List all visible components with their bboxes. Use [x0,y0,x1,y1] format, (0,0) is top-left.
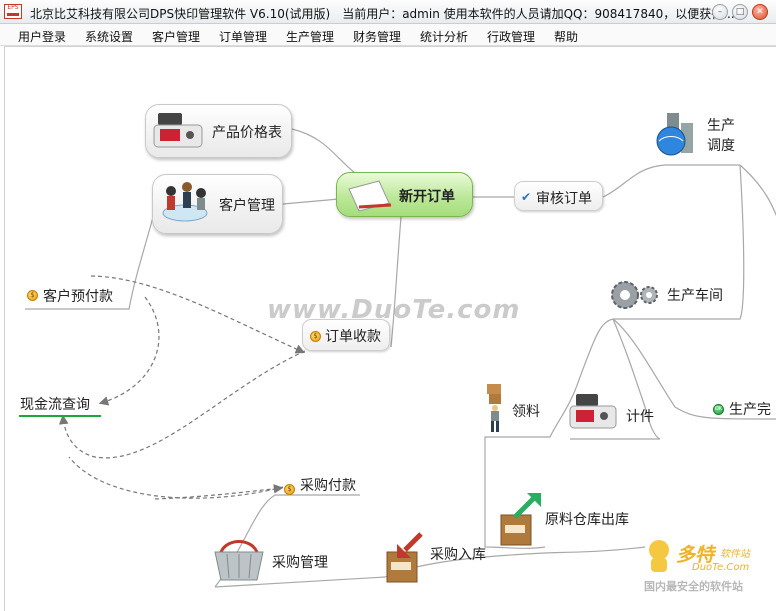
cash-register-icon [153,113,203,148]
menu-customer-management[interactable]: 客户管理 [152,30,201,44]
coin-icon: $ [27,290,38,301]
coin-icon: $ [284,484,295,495]
cash-register-icon [569,394,617,429]
menu-bar: 用户登录 系统设置 客户管理 订单管理 生产管理 财务管理 统计分析 行政管理 … [0,24,776,46]
production-workshop-node[interactable]: 生产车间 [609,275,739,315]
menu-user-login[interactable]: 用户登录 [18,30,67,44]
production-dispatch-label-line1: 生产 [707,118,735,134]
piecework-label: 计件 [626,409,654,425]
pick-material-label: 领料 [512,404,540,420]
gears-icon [611,281,658,309]
menu-help[interactable]: 帮助 [554,30,579,44]
purchase-inbound-label: 采购入库 [430,547,486,563]
export-box-icon [500,493,541,546]
product-price-label: 产品价格表 [212,125,282,141]
shopping-basket-icon [214,540,264,581]
menu-order-management[interactable]: 订单管理 [219,30,268,44]
menu-production-management[interactable]: 生产管理 [286,30,335,44]
import-box-icon [386,532,423,583]
globe-buildings-icon [656,113,693,156]
minimize-button[interactable]: – [712,4,728,20]
duote-brand: 多特 软件站 DuoTe.Com 国内最安全的软件站 [640,538,776,598]
production-done-node[interactable]: OK 生产完 [711,397,776,419]
production-dispatch-node[interactable]: 生产 调度 [651,107,751,167]
order-payment-label: 订单收款 [325,329,381,345]
title-bar: EPS 北京比艾科技有限公司DPS快印管理软件 V6.10(试用版) 当前用户：… [0,0,776,24]
window-title: 北京比艾科技有限公司DPS快印管理软件 V6.10(试用版) 当前用户：admi… [30,7,735,21]
brand-domain: DuoTe.Com [692,562,750,573]
document-pen-icon [348,180,392,212]
workflow-canvas: www.DuoTe.com 产品价格表 客户管理 新开订单 [4,46,776,611]
new-order-label: 新开订单 [399,189,455,205]
customer-prepayment-node[interactable]: $ 客户预付款 [25,284,129,306]
production-workshop-label: 生产车间 [667,288,723,304]
flow-connectors [19,128,776,588]
purchase-inbound-node[interactable]: 采购入库 [383,530,495,584]
maximize-button[interactable]: □ [732,4,748,20]
people-meeting-icon [162,182,208,222]
customer-management-label: 客户管理 [219,198,275,214]
worker-boxes-icon [487,384,501,432]
cashflow-query-node[interactable]: 现金流查询 [20,397,90,413]
material-warehouse-out-node[interactable]: 原料仓库出库 [497,491,647,547]
close-button[interactable]: ✕ [752,4,768,20]
product-price-node[interactable]: 产品价格表 [145,104,292,158]
customer-management-node[interactable]: 客户管理 [152,174,283,234]
maximize-icon: □ [735,7,745,17]
minimize-icon: – [717,7,723,17]
order-payment-node[interactable]: $ 订单收款 [302,319,390,351]
piecework-node[interactable]: 计件 [568,390,663,438]
mascot-icon [649,540,669,572]
menu-finance-management[interactable]: 财务管理 [353,30,402,44]
production-done-label: 生产完 [729,402,771,418]
new-order-node[interactable]: 新开订单 [336,172,473,217]
purchase-management-label: 采购管理 [272,555,328,571]
purchase-payment-node[interactable]: $ 采购付款 [282,473,364,495]
coin-icon: $ [310,331,321,342]
menu-administration[interactable]: 行政管理 [487,30,536,44]
purchase-management-node[interactable]: 采购管理 [211,534,341,586]
pick-material-node[interactable]: 领料 [483,382,543,434]
material-warehouse-out-label: 原料仓库出库 [545,512,629,528]
brand-slogan: 国内最安全的软件站 [644,580,743,593]
brand-name: 多特 [676,544,715,566]
ok-icon: OK [713,404,724,415]
close-icon: ✕ [756,7,764,17]
menu-statistics[interactable]: 统计分析 [420,30,469,44]
purchase-payment-label: 采购付款 [300,478,356,494]
review-order-node[interactable]: ✔ 审核订单 [514,181,603,211]
checkmark-icon: ✔ [521,190,532,204]
review-order-label: 审核订单 [536,191,592,207]
production-dispatch-label-line2: 调度 [707,138,735,154]
app-logo-icon: EPS [4,4,22,19]
menu-system-settings[interactable]: 系统设置 [85,30,134,44]
customer-prepayment-label: 客户预付款 [43,289,113,305]
brand-suffix: 软件站 [720,549,750,560]
